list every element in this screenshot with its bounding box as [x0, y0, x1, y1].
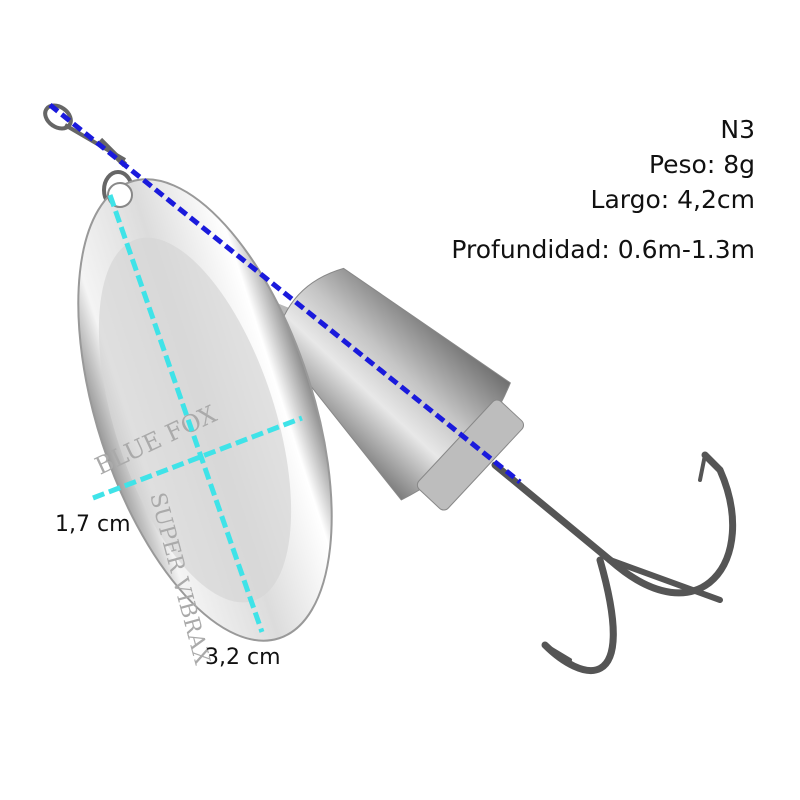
length-measure-line: [48, 103, 522, 484]
model-label: N3: [720, 115, 755, 144]
depth-label: Profundidad: 0.6m-1.3m: [451, 235, 755, 264]
blade-width-measure-line: [92, 415, 303, 501]
blade-height-measure-line: [107, 194, 265, 633]
blade-height-label: 3,2 cm: [205, 645, 281, 670]
length-label: Largo: 4,2cm: [590, 185, 755, 214]
weight-label: Peso: 8g: [648, 150, 755, 179]
blade-width-label: 1,7 cm: [55, 512, 131, 537]
spinner-blade: BLUE FOX SUPER VIBRAX: [77, 178, 333, 668]
treble-hook: [491, 451, 737, 674]
